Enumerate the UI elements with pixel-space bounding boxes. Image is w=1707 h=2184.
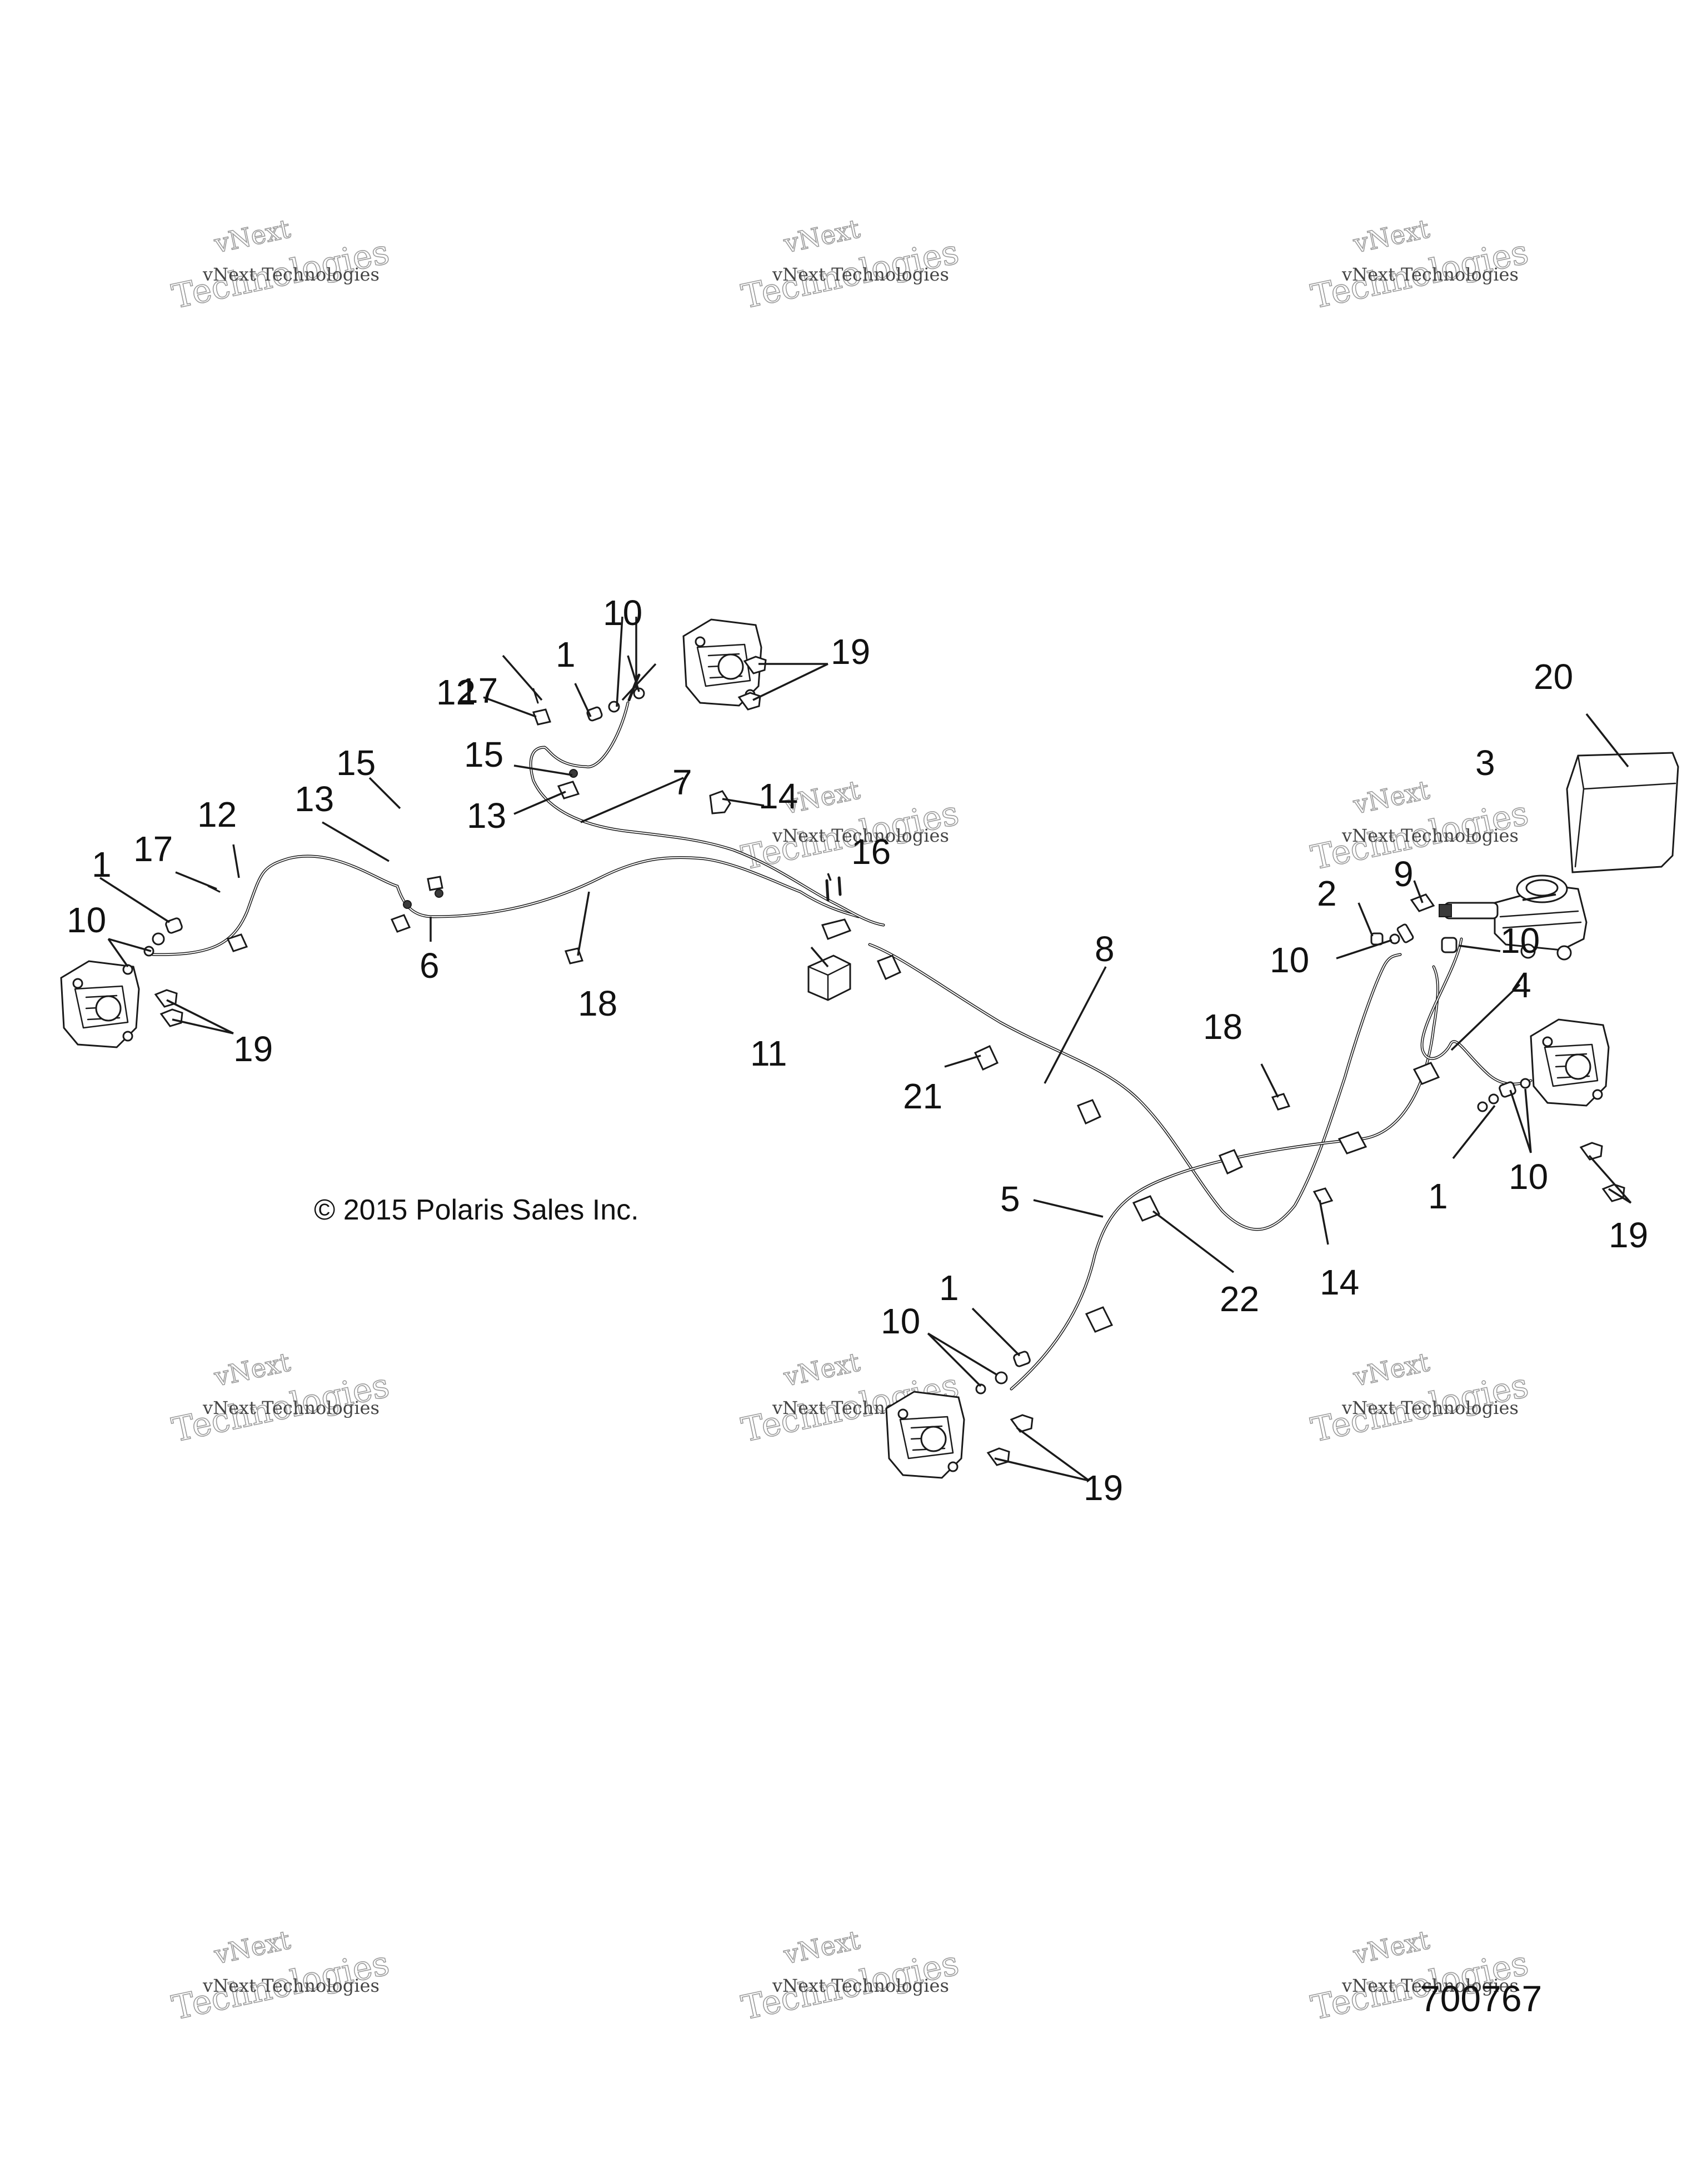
watermark-text-small: vNext Technologies <box>772 264 949 285</box>
callout-15: 15 <box>336 743 376 783</box>
callout-22: 22 <box>1220 1279 1259 1319</box>
callout-21: 21 <box>903 1076 942 1116</box>
copyright-notice: © 2015 Polaris Sales Inc. <box>314 1194 639 1226</box>
callout-10: 10 <box>67 900 106 940</box>
callout-18: 18 <box>578 983 617 1023</box>
callout-19: 19 <box>1609 1215 1648 1255</box>
callout-12: 12 <box>436 672 476 712</box>
watermark-text-top: vNext <box>211 1347 293 1392</box>
figure-number: 700767 <box>1420 1978 1542 2019</box>
callout-10: 10 <box>881 1301 920 1341</box>
watermark-text-small: vNext Technologies <box>1341 264 1519 285</box>
callout-18: 18 <box>1203 1007 1242 1047</box>
watermark-text-top: vNext <box>781 213 863 259</box>
callout-5: 5 <box>1000 1179 1020 1219</box>
callout-20: 20 <box>1534 657 1573 697</box>
callout-1: 1 <box>939 1268 959 1308</box>
callout-10: 10 <box>603 593 642 633</box>
callout-15: 15 <box>464 734 503 774</box>
watermark-text-top: vNext <box>1350 774 1433 820</box>
callout-8: 8 <box>1095 929 1115 969</box>
brake-line-4 <box>1420 937 1533 1086</box>
callout-3: 3 <box>1475 743 1495 783</box>
callout-1: 1 <box>556 634 576 674</box>
watermark-text-top: vNext <box>211 1925 293 1970</box>
master-cylinder <box>1439 874 1588 961</box>
callout-19: 19 <box>831 632 870 672</box>
junction-block <box>807 918 852 1001</box>
caliper-rear-left <box>885 1391 965 1479</box>
leader-lines <box>99 616 1632 1482</box>
callout-16: 16 <box>851 832 891 872</box>
watermark-text-small: vNext Technologies <box>202 1975 380 1996</box>
callout-6: 6 <box>420 946 440 986</box>
caliper-front-left <box>60 960 140 1048</box>
callout-13: 13 <box>467 796 506 836</box>
watermark-text-small: vNext Technologies <box>772 825 949 846</box>
callout-labels: 1 10 17 12 13 15 6 18 19 17 12 1 10 19 1… <box>67 593 1648 1508</box>
callout-10: 10 <box>1500 921 1540 961</box>
callout-4: 4 <box>1511 965 1531 1005</box>
callout-14: 14 <box>1320 1262 1359 1302</box>
callout-10: 10 <box>1509 1157 1548 1197</box>
callout-12: 12 <box>197 794 237 834</box>
callout-19: 19 <box>1084 1468 1123 1508</box>
watermark-text-small: vNext Technologies <box>1341 825 1519 846</box>
watermark-text-top: vNext <box>1350 1925 1433 1970</box>
brake-line-8 <box>868 943 1402 1231</box>
callout-10: 10 <box>1270 940 1309 980</box>
callout-2: 2 <box>1317 873 1337 913</box>
callout-13: 13 <box>295 779 334 819</box>
watermark-text-small: vNext Technologies <box>202 264 380 285</box>
callout-19: 19 <box>233 1029 273 1069</box>
watermark-text-small: vNext Technologies <box>1341 1975 1519 1996</box>
watermark-text-small: vNext Technologies <box>1341 1397 1519 1418</box>
callout-17: 17 <box>458 671 498 711</box>
callout-7: 7 <box>672 762 692 802</box>
watermark-text-top: vNext <box>781 1925 863 1970</box>
callout-9: 9 <box>1394 854 1414 894</box>
watermark-text-top: vNext <box>1350 213 1433 259</box>
watermark-text-top: vNext <box>781 1347 863 1392</box>
mounting-bracket <box>1566 752 1679 873</box>
callout-11: 11 <box>750 1033 787 1073</box>
watermark-text-top: vNext <box>1350 1347 1433 1392</box>
caliper-rear-right <box>1530 1018 1610 1107</box>
callout-17: 17 <box>133 829 173 869</box>
brake-line-7 <box>529 701 885 927</box>
callout-1: 1 <box>1428 1176 1448 1216</box>
watermark-text-top: vNext <box>211 213 293 259</box>
brake-line-6 <box>151 854 860 956</box>
callout-1: 1 <box>92 844 112 884</box>
watermark-text-small: vNext Technologies <box>202 1397 380 1418</box>
callout-14: 14 <box>758 776 798 816</box>
watermark-text-small: vNext Technologies <box>772 1975 949 1996</box>
